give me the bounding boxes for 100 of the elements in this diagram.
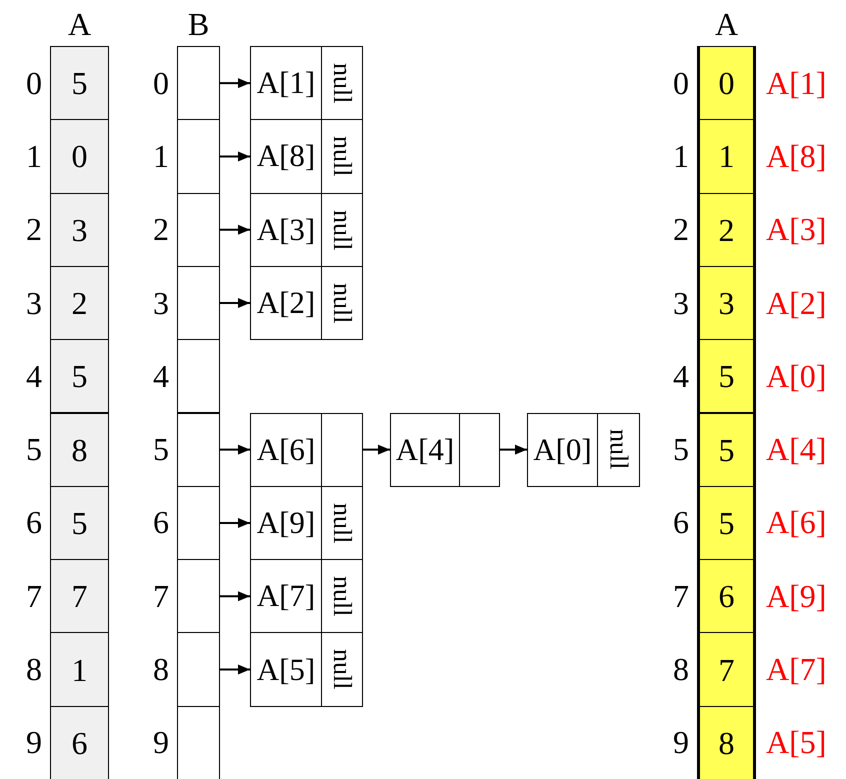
- cell-value: 6: [72, 724, 88, 761]
- cell-value: 8: [718, 724, 734, 761]
- index-label: 4: [26, 358, 42, 394]
- array-cell: [50, 339, 109, 414]
- array-cell: [50, 119, 109, 194]
- index-label: 0: [673, 64, 689, 101]
- array-cell: [177, 486, 220, 560]
- array-cell: [177, 266, 220, 340]
- element-label: A[7]: [766, 651, 826, 688]
- cell-value: 0: [72, 138, 88, 174]
- list-node: [250, 46, 363, 120]
- node-value: A[5]: [256, 652, 316, 688]
- null-pointer: null: [328, 282, 356, 324]
- array-name: A: [66, 5, 92, 44]
- index-label: 1: [673, 138, 689, 174]
- cell-value: 5: [718, 358, 734, 394]
- array-cell: [50, 412, 109, 487]
- index-label: 5: [26, 431, 42, 468]
- array-cell: [177, 559, 220, 634]
- list-node: [250, 486, 363, 560]
- index-label: 8: [153, 651, 169, 688]
- index-label: 3: [153, 284, 169, 321]
- array-cell: [697, 559, 756, 634]
- node-value: A[9]: [256, 504, 316, 541]
- cell-value: 8: [72, 432, 88, 468]
- cell-value: 3: [718, 285, 734, 322]
- index-label: 1: [26, 138, 42, 174]
- array-cell: [177, 412, 220, 487]
- cell-value: 1: [718, 138, 734, 174]
- node-value: A[0]: [533, 432, 592, 468]
- element-label: A[5]: [766, 724, 826, 760]
- index-label: 7: [673, 578, 689, 614]
- array-cell: [50, 266, 109, 340]
- null-pointer: null: [328, 649, 356, 690]
- list-node: [250, 559, 363, 634]
- array-name: B: [186, 5, 210, 44]
- index-label: 3: [673, 284, 689, 321]
- index-label: 4: [673, 358, 689, 394]
- cell-value: 2: [72, 285, 88, 322]
- array-cell: [50, 46, 109, 120]
- index-label: 2: [673, 211, 689, 248]
- array-cell: [697, 46, 756, 120]
- node-value: A[3]: [256, 212, 316, 248]
- index-label: 8: [673, 651, 689, 688]
- null-pointer: null: [328, 210, 356, 250]
- cell-value: 3: [72, 212, 88, 248]
- arrow: [220, 78, 250, 88]
- cell-value: 5: [72, 65, 88, 102]
- null-pointer: null: [604, 429, 632, 470]
- element-label: A[3]: [766, 211, 826, 248]
- index-label: 6: [673, 504, 689, 540]
- element-label: A[8]: [766, 138, 826, 174]
- arrow: [220, 298, 250, 308]
- index-label: 0: [26, 64, 42, 101]
- list-node: [390, 412, 500, 487]
- arrow: [363, 444, 390, 455]
- index-label: 9: [673, 724, 689, 760]
- cell-value: 6: [718, 578, 734, 614]
- list-node: [250, 412, 363, 487]
- list-node: [250, 632, 363, 707]
- element-label: A[2]: [766, 284, 826, 321]
- array-cell: [697, 266, 756, 340]
- array-cell: [697, 192, 756, 267]
- index-label: 7: [26, 578, 42, 614]
- arrow: [220, 444, 250, 455]
- node-value: A[4]: [396, 432, 454, 468]
- index-label: 2: [26, 211, 42, 248]
- element-label: A[4]: [766, 431, 826, 468]
- list-node: [527, 412, 640, 487]
- index-label: 5: [153, 431, 169, 468]
- arrow: [220, 591, 250, 602]
- list-node: [250, 192, 363, 267]
- node-value: A[2]: [256, 285, 316, 322]
- index-label: 3: [26, 284, 42, 321]
- node-value: A[7]: [256, 578, 316, 614]
- arrow: [220, 224, 250, 235]
- array-cell: [697, 486, 756, 560]
- index-label: 9: [153, 724, 169, 760]
- arrow: [220, 664, 250, 675]
- element-label: A[6]: [766, 504, 826, 540]
- index-label: 2: [153, 211, 169, 248]
- index-label: 6: [153, 504, 169, 540]
- arrow: [220, 151, 250, 162]
- array-cell: [697, 632, 756, 707]
- cell-value: 2: [718, 212, 734, 248]
- index-label: 4: [153, 358, 169, 394]
- arrow: [500, 444, 527, 455]
- cell-value: 0: [718, 65, 734, 102]
- cell-value: 5: [718, 504, 734, 541]
- cell-value: 5: [72, 504, 88, 541]
- index-label: 8: [26, 651, 42, 688]
- node-value: A[8]: [256, 138, 316, 174]
- array-cell: [50, 632, 109, 707]
- cell-value: 1: [72, 652, 88, 688]
- array-cell: [50, 706, 109, 779]
- index-label: 6: [26, 504, 42, 540]
- index-label: 0: [153, 64, 169, 101]
- array-name: A: [714, 5, 740, 44]
- array-cell: [177, 192, 220, 267]
- cell-value: 7: [718, 652, 734, 688]
